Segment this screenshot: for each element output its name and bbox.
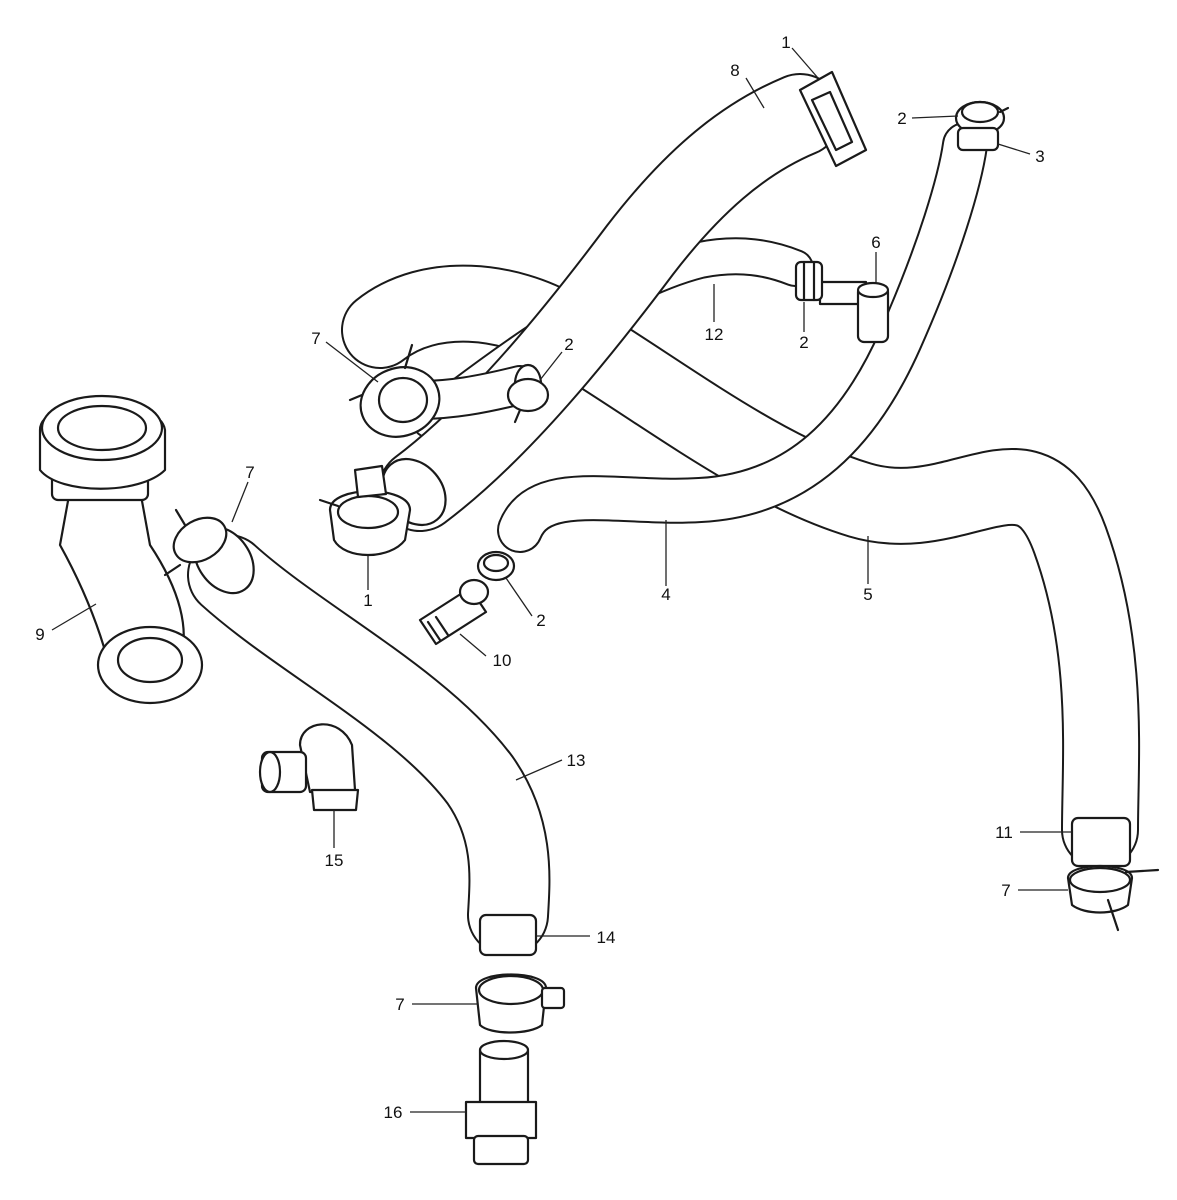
collar-14 bbox=[478, 913, 538, 957]
callout-6: 6 bbox=[871, 233, 880, 252]
callout-2-mid: 2 bbox=[564, 335, 573, 354]
fitting-16 bbox=[464, 1039, 538, 1166]
hose-5 bbox=[341, 264, 1141, 869]
callout-2-mid-right: 2 bbox=[799, 333, 808, 352]
callout-15: 15 bbox=[325, 851, 344, 870]
callout-2-top: 2 bbox=[897, 109, 906, 128]
callout-7-upper: 7 bbox=[311, 329, 320, 348]
filler-neck-9 bbox=[38, 394, 204, 705]
callout-2-lower: 2 bbox=[536, 611, 545, 630]
clamp-7-bottom bbox=[474, 973, 566, 1034]
callout-3: 3 bbox=[1035, 147, 1044, 166]
callout-11: 11 bbox=[995, 823, 1013, 842]
callout-7-bottom: 7 bbox=[395, 995, 404, 1014]
clamp-2-top bbox=[954, 100, 1010, 136]
fitting-10 bbox=[418, 578, 490, 646]
clamp-2-mid bbox=[506, 377, 550, 424]
collar-3 bbox=[956, 126, 1000, 152]
clamp-2-mid-right bbox=[794, 260, 824, 302]
callout-1-top: 1 bbox=[781, 33, 790, 52]
hose-13 bbox=[187, 525, 551, 956]
callout-7-left: 7 bbox=[245, 463, 254, 482]
fitting-6 bbox=[818, 280, 890, 344]
callout-1-mid: 1 bbox=[363, 591, 372, 610]
callout-4: 4 bbox=[661, 585, 670, 604]
clamp-7-upper bbox=[348, 343, 441, 438]
leader-lines bbox=[51, 47, 1072, 1113]
callout-10: 10 bbox=[493, 651, 512, 670]
hose-4 bbox=[497, 122, 988, 553]
callout-12: 12 bbox=[705, 325, 724, 344]
clamp-1-mid bbox=[318, 464, 412, 557]
callout-7-right: 7 bbox=[1001, 881, 1010, 900]
clamp-7-left bbox=[163, 508, 228, 577]
collar-11 bbox=[1070, 816, 1132, 868]
hose-8 bbox=[378, 73, 842, 532]
callout-16: 16 bbox=[384, 1103, 403, 1122]
elbow-15 bbox=[258, 723, 360, 812]
clamp-2-lower bbox=[476, 550, 516, 582]
callout-labels: 8 1 2 3 6 12 2 7 2 7 9 1 2 10 4 5 13 15 … bbox=[35, 33, 1044, 1122]
callout-5: 5 bbox=[863, 585, 872, 604]
clip-1-top bbox=[798, 70, 868, 168]
callout-9: 9 bbox=[35, 625, 44, 644]
clamp-7-right bbox=[1066, 864, 1160, 932]
callout-13: 13 bbox=[567, 751, 586, 770]
callout-14: 14 bbox=[597, 928, 616, 947]
callout-8: 8 bbox=[730, 61, 739, 80]
